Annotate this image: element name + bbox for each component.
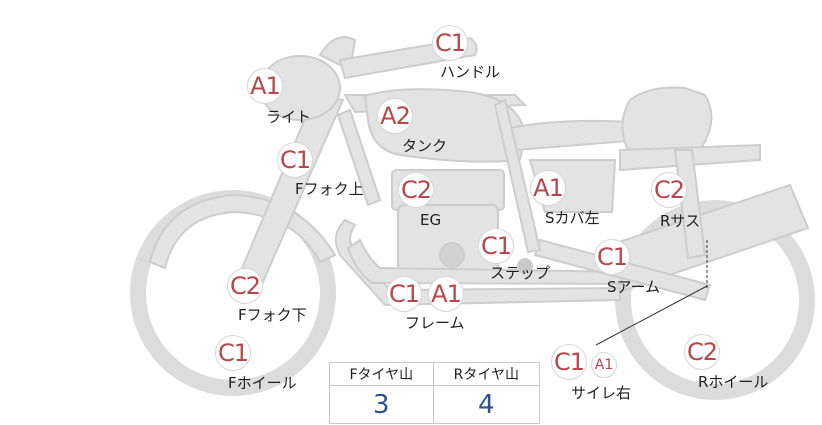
label-step: ステップ [490, 262, 550, 283]
tire-tread-table: Fタイヤ山 Rタイヤ山 3 4 [329, 362, 540, 424]
grade-marker-rear-suspension: C2 [651, 172, 687, 208]
grade-marker-frame-secondary: A1 [428, 276, 464, 312]
label-light: ライト [266, 106, 311, 127]
grade-marker-light: A1 [247, 68, 283, 104]
tire-tread-value-row: 3 4 [330, 386, 540, 424]
rear-tire-tread-header: Rタイヤ山 [433, 363, 539, 386]
grade-marker-tank: A2 [377, 98, 413, 134]
grade-marker-ffork-lower: C2 [227, 268, 263, 304]
grade-marker-muffler-right: C1 [551, 344, 587, 380]
label-side-cover-left: Sカバ左 [545, 207, 600, 228]
front-tire-tread-value: 3 [330, 386, 434, 424]
grade-marker-muffler-right-secondary: A1 [591, 352, 617, 378]
rear-tire-tread-value: 4 [433, 386, 539, 424]
label-frame: フレーム [405, 312, 465, 333]
grade-marker-frame: C1 [386, 276, 422, 312]
label-handle: ハンドル [440, 61, 500, 82]
grade-marker-ffork-upper: C1 [277, 142, 313, 178]
tire-tread-header-row: Fタイヤ山 Rタイヤ山 [330, 363, 540, 386]
grade-marker-handle: C1 [432, 25, 468, 61]
grade-marker-engine: C2 [398, 172, 434, 208]
grade-marker-rwheel: C2 [684, 334, 720, 370]
label-ffork-upper: Fフォク上 [295, 178, 364, 199]
label-fwheel: Fホイール [228, 372, 297, 393]
label-muffler-right: サイレ右 [571, 382, 631, 403]
label-ffork-lower: Fフォク下 [238, 304, 307, 325]
front-tire-tread-header: Fタイヤ山 [330, 363, 434, 386]
grade-marker-step: C1 [478, 228, 514, 264]
label-engine: EG [420, 211, 441, 229]
grade-marker-fwheel: C1 [215, 335, 251, 371]
label-swing-arm: Sアーム [607, 276, 660, 297]
label-rwheel: Rホイール [698, 371, 768, 392]
grade-marker-side-cover-left: A1 [530, 170, 566, 206]
label-tank: タンク [402, 135, 447, 156]
label-rear-suspension: Rサス [660, 210, 700, 231]
grade-marker-swing-arm: C1 [594, 239, 630, 275]
